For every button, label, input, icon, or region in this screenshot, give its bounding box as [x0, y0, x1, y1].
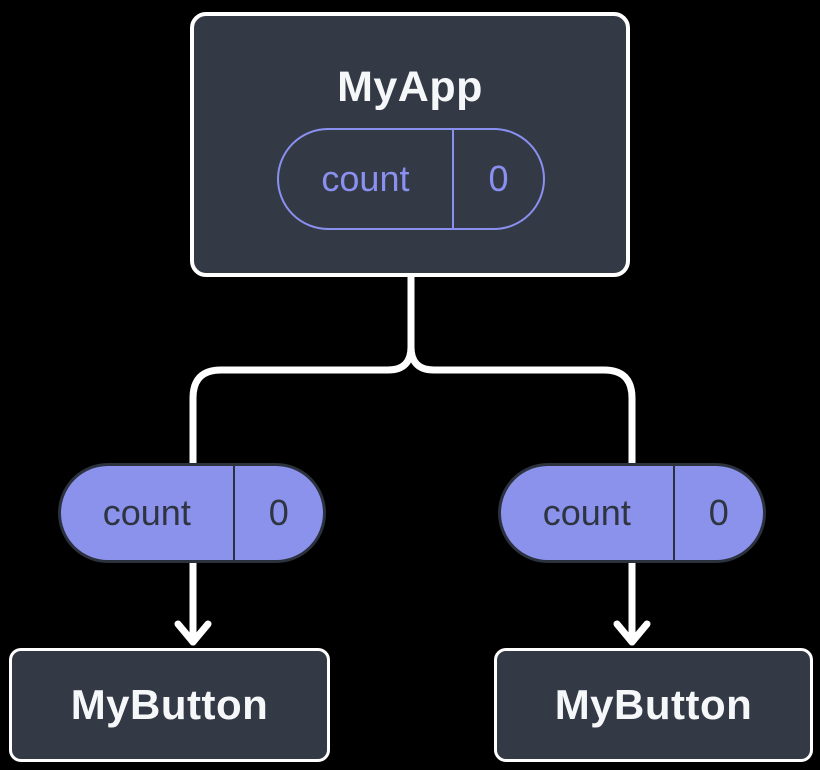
- arrowhead-left-icon: [174, 620, 212, 646]
- left-child-component-node: MyButton: [9, 648, 330, 762]
- connector-branch-right: [407, 271, 636, 646]
- right-prop-pill-value: 0: [708, 492, 729, 533]
- right-prop-pill-label: count: [501, 466, 675, 560]
- root-state-pill-value: 0: [488, 158, 509, 199]
- root-component-node: MyApp: [190, 12, 630, 277]
- root-component-title: MyApp: [337, 63, 483, 111]
- root-state-pill-label: count: [279, 130, 454, 228]
- arrowhead-right-icon: [613, 620, 651, 646]
- left-prop-pill: count 0: [58, 463, 326, 563]
- left-prop-pill-value: 0: [268, 492, 289, 533]
- left-prop-pill-label: count: [61, 466, 235, 560]
- right-child-component-node: MyButton: [494, 648, 813, 762]
- root-state-pill: count 0: [277, 128, 545, 230]
- right-prop-pill: count 0: [498, 463, 766, 563]
- connector-branch-left: [189, 271, 415, 646]
